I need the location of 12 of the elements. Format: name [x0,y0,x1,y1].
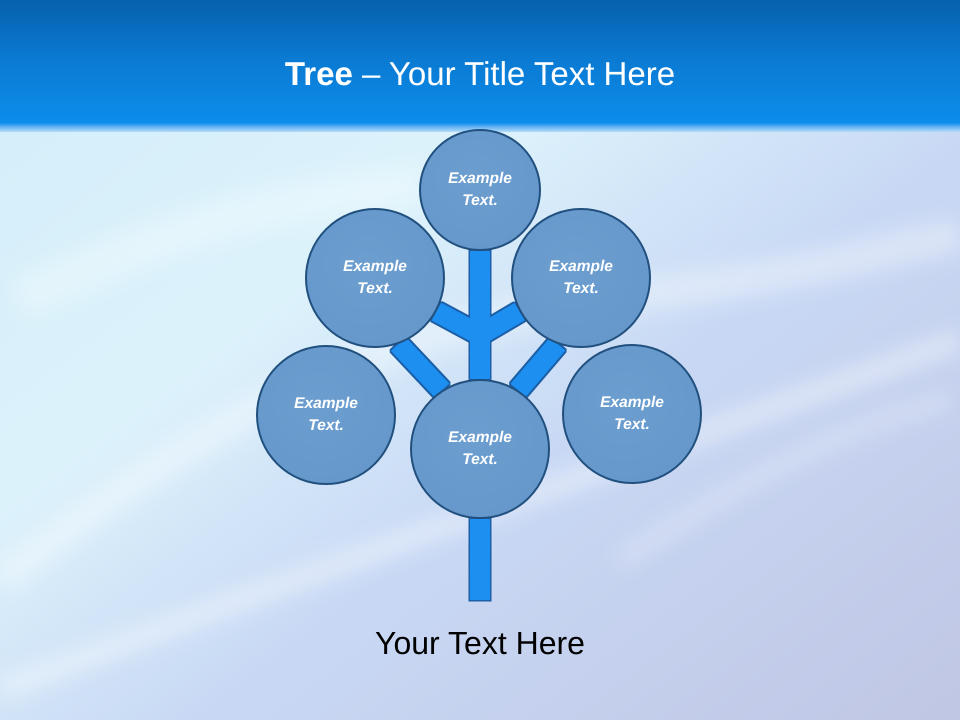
node-text: Example Text. [293,394,359,436]
node-text: Example Text. [599,392,665,435]
node-text: Example Text. [548,256,614,299]
tree-branch [510,338,566,397]
slide-title: Tree – Your Title Text Here [284,54,676,94]
node-text: Example Text. [342,256,408,299]
node-text: Example Text. [447,168,513,211]
body-text: Your Text Here [374,624,586,663]
tree-trunk [470,335,490,379]
tree-branch [391,337,450,398]
node-text: Example Text. [447,428,513,470]
tree-trunk [470,519,490,600]
